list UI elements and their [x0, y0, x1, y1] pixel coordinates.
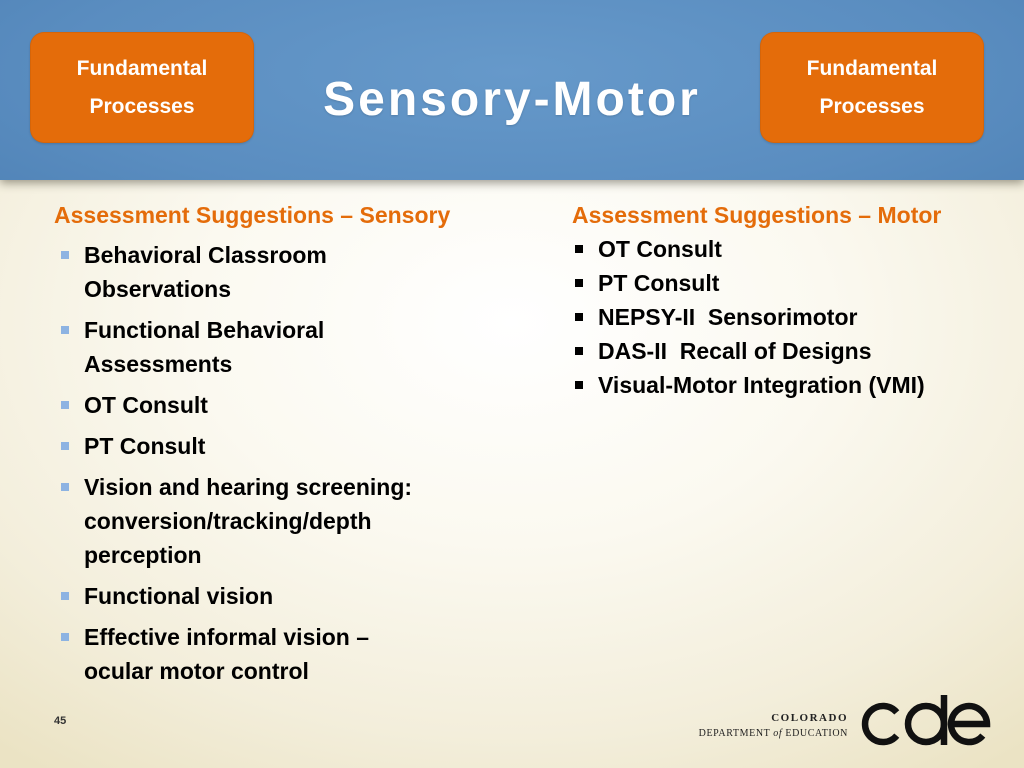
square-bullet-icon — [61, 592, 69, 600]
header-band: Fundamental Processes Sensory-Motor Fund… — [0, 0, 1024, 180]
list-item: PT Consult — [54, 429, 429, 463]
list-item-text: Behavioral Classroom Observations — [84, 242, 327, 302]
motor-column: Assessment Suggestions – Motor OT Consul… — [572, 199, 992, 402]
square-bullet-icon — [61, 483, 69, 491]
square-bullet-icon — [575, 279, 583, 287]
badge-label: Fundamental Processes — [806, 56, 938, 118]
slide-title: Sensory-Motor — [323, 73, 701, 126]
motor-list: OT Consult PT Consult NEPSY-II Sensorimo… — [572, 232, 992, 402]
list-item-text: Visual-Motor Integration (VMI) — [598, 372, 925, 398]
list-item-text: Effective informal vision – ocular motor… — [84, 624, 370, 684]
square-bullet-icon — [575, 381, 583, 389]
page-number: 45 — [54, 715, 67, 727]
square-bullet-icon — [61, 251, 69, 259]
sensory-column: Assessment Suggestions – Sensory Behavio… — [54, 199, 474, 688]
list-item: NEPSY-II Sensorimotor — [572, 300, 992, 334]
sensory-list: Behavioral Classroom Observations Functi… — [54, 238, 429, 688]
logo-department-word: DEPARTMENT — [698, 728, 771, 739]
cde-wordmark-logo — [861, 695, 991, 746]
badge-label: Fundamental Processes — [76, 56, 208, 118]
square-bullet-icon — [61, 633, 69, 641]
logo-letter-c — [861, 702, 900, 746]
square-bullet-icon — [575, 313, 583, 321]
list-item-text: Functional vision — [84, 583, 274, 609]
motor-heading: Assessment Suggestions – Motor — [572, 202, 942, 228]
logo-letter-e — [947, 702, 991, 746]
list-item: Effective informal vision – ocular motor… — [54, 620, 429, 688]
square-bullet-icon — [61, 401, 69, 409]
fundamental-processes-button-left[interactable]: Fundamental Processes — [30, 32, 254, 143]
list-item-text: Functional Behavioral Assessments — [84, 317, 325, 377]
cde-logo-text: COLORADO DEPARTMENT of EDUCATION — [699, 711, 848, 741]
logo-of-word: of — [773, 728, 783, 739]
list-item-text: PT Consult — [84, 433, 206, 459]
fundamental-processes-button-right[interactable]: Fundamental Processes — [760, 32, 984, 143]
logo-letter-d-bowl — [904, 702, 948, 746]
square-bullet-icon — [575, 347, 583, 355]
list-item: Visual-Motor Integration (VMI) — [572, 368, 992, 402]
list-item: Functional Behavioral Assessments — [54, 313, 429, 381]
list-item: Behavioral Classroom Observations — [54, 238, 429, 306]
list-item-text: Vision and hearing screening: conversion… — [84, 474, 413, 568]
logo-state-name: COLORADO — [771, 712, 848, 724]
logo-education-word: EDUCATION — [785, 728, 848, 739]
square-bullet-icon — [61, 442, 69, 450]
list-item-text: DAS-II Recall of Designs — [598, 338, 872, 364]
list-item-text: PT Consult — [598, 270, 720, 296]
list-item: PT Consult — [572, 266, 992, 300]
list-item: OT Consult — [572, 232, 992, 266]
list-item: DAS-II Recall of Designs — [572, 334, 992, 368]
list-item-text: OT Consult — [84, 392, 208, 418]
logo-department-name: DEPARTMENT of EDUCATION — [699, 726, 848, 741]
square-bullet-icon — [575, 245, 583, 253]
list-item-text: OT Consult — [598, 236, 722, 262]
square-bullet-icon — [61, 326, 69, 334]
list-item: Vision and hearing screening: conversion… — [54, 470, 429, 572]
list-item: OT Consult — [54, 388, 429, 422]
list-item: Functional vision — [54, 579, 429, 613]
sensory-heading: Assessment Suggestions – Sensory — [54, 202, 451, 228]
list-item-text: NEPSY-II Sensorimotor — [598, 304, 858, 330]
